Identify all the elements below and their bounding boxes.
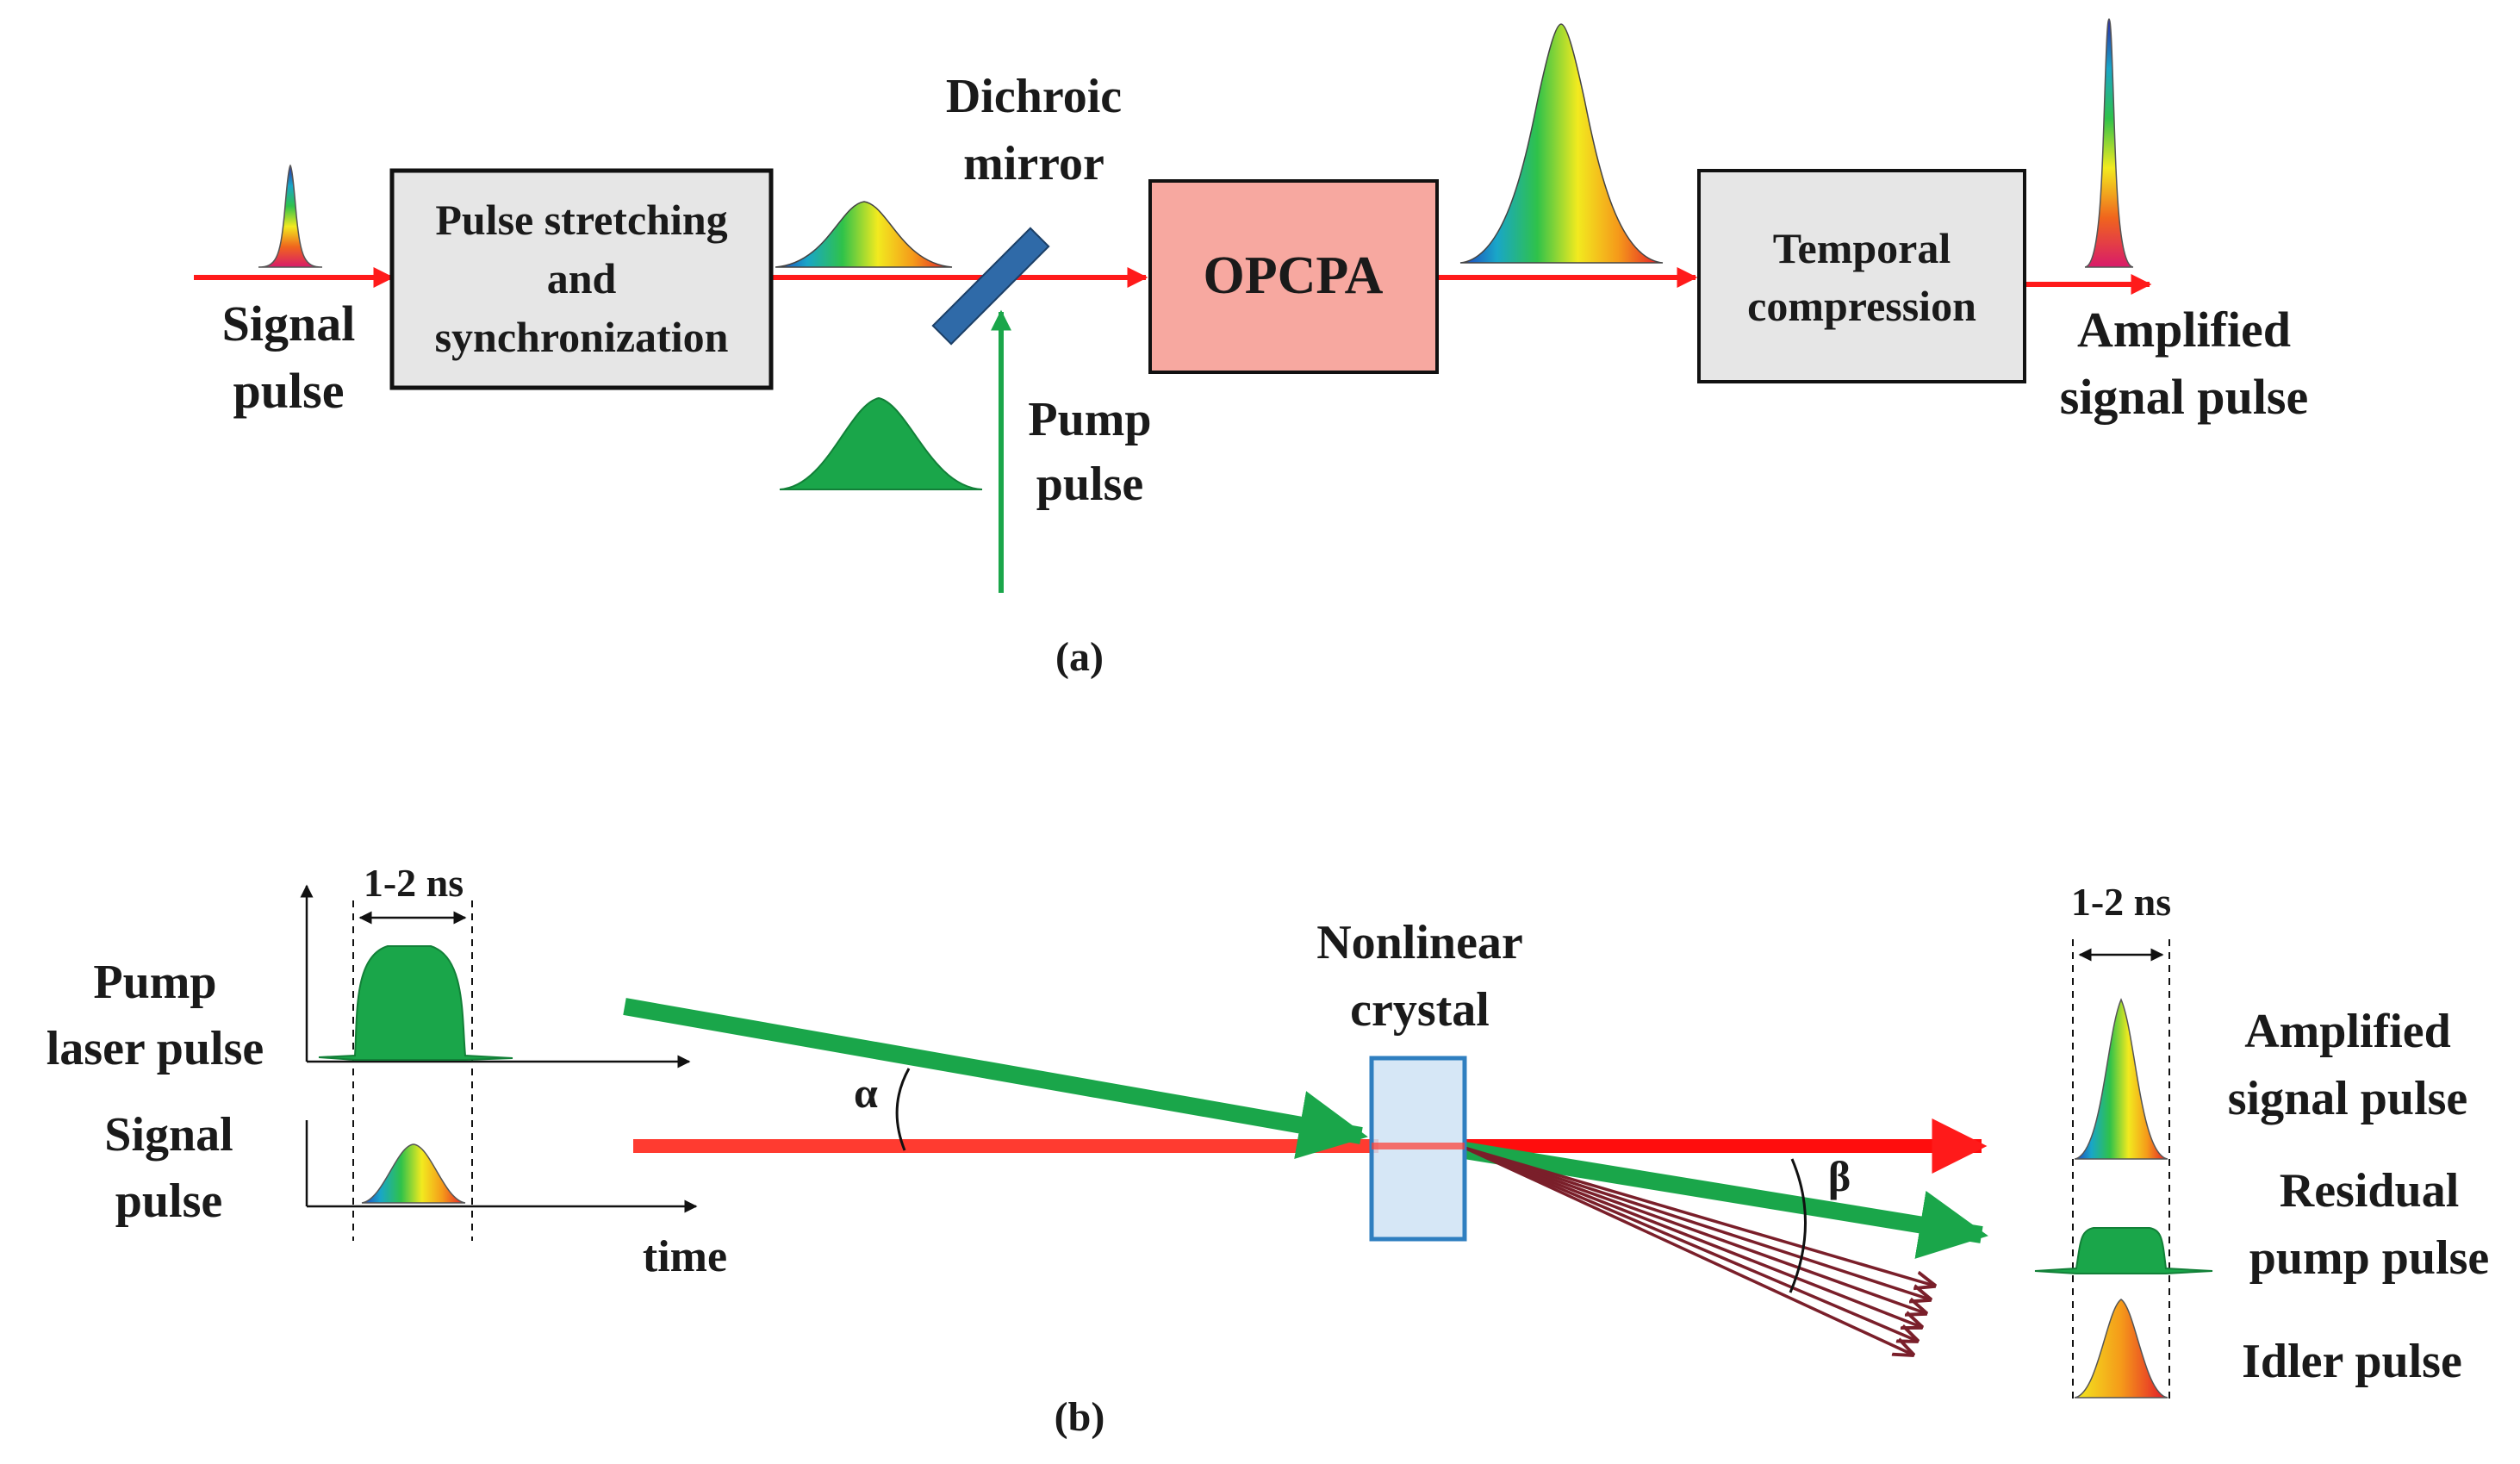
- dichroic-label-1: Dichroic: [946, 70, 1122, 123]
- compress-label-2: compression: [1747, 282, 1976, 330]
- opcpa-box: [1148, 179, 1439, 374]
- crystal-label-2: crystal: [1350, 983, 1490, 1037]
- panel-b: 1-2 ns Pump laser pulse Signal pulse tim…: [47, 861, 2490, 1440]
- caption-a: (a): [1055, 634, 1104, 680]
- pulse-stretching-box: [389, 168, 774, 390]
- signal-b-label-2: pulse: [115, 1174, 223, 1228]
- signal-pulse-small: [361, 1143, 466, 1204]
- amplified-b-label-2: signal pulse: [2228, 1072, 2468, 1125]
- amplified-output-pulse: [2074, 998, 2168, 1160]
- idler-output-pulse: [2074, 1299, 2168, 1399]
- pump-label-1: Pump: [1028, 393, 1151, 446]
- beta-label: β: [1828, 1152, 1851, 1200]
- beta-arc: [1789, 1158, 1807, 1293]
- compress-label-1: Temporal: [1773, 224, 1951, 272]
- stretched-signal-pulse: [775, 201, 953, 268]
- residual-label-1: Residual: [2280, 1164, 2460, 1218]
- amplified-b-label-1: Amplified: [2244, 1005, 2451, 1058]
- temporal-compression-box: [1697, 169, 2026, 383]
- idler-label: Idler pulse: [2242, 1335, 2462, 1388]
- amplified-label-1: Amplified: [2077, 302, 2291, 358]
- pump-beam-b-in: [623, 998, 1368, 1159]
- stretch-label-2: and: [547, 254, 617, 302]
- dichroic-label-2: mirror: [963, 137, 1104, 190]
- signal-pulse-label-1: Signal: [222, 296, 356, 352]
- residual-label-2: pump pulse: [2249, 1231, 2490, 1285]
- alpha-arc: [895, 1068, 911, 1151]
- amplified-stretched-pulse: [1459, 23, 1664, 264]
- signal-pulse-label-2: pulse: [233, 363, 345, 419]
- stretch-label-3: synchronization: [435, 313, 729, 361]
- caption-b: (b): [1055, 1394, 1105, 1440]
- alpha-label: α: [854, 1068, 878, 1117]
- pump-label-2: pulse: [1036, 458, 1144, 511]
- input-signal-pulse: [258, 164, 323, 268]
- pump-laser-label-1: Pump: [93, 956, 216, 1009]
- crystal-label-1: Nonlinear: [1316, 916, 1523, 969]
- pump-beam-b-out: [1463, 1142, 1988, 1259]
- pump-pulse-a: [779, 396, 983, 490]
- pump-laser-label-2: laser pulse: [47, 1022, 264, 1075]
- amplified-label-2: signal pulse: [2060, 369, 2309, 425]
- residual-pump-pulse: [2034, 1227, 2213, 1274]
- panel-a: Signal pulse Pulse stretching and synchr…: [194, 18, 2309, 680]
- compressed-amplified-pulse: [2084, 18, 2134, 268]
- pump-laser-pulse-shape: [318, 945, 513, 1061]
- signal-b-label-1: Signal: [104, 1108, 233, 1162]
- opcpa-label: OPCPA: [1204, 246, 1384, 305]
- dichroic-mirror: [931, 227, 1050, 346]
- idler-beam-fan: [1464, 1146, 1934, 1355]
- duration-label-right: 1-2 ns: [2071, 880, 2171, 924]
- time-label: time: [643, 1232, 727, 1281]
- duration-label-left: 1-2 ns: [364, 861, 464, 905]
- stretch-label-1: Pulse stretching: [435, 196, 727, 244]
